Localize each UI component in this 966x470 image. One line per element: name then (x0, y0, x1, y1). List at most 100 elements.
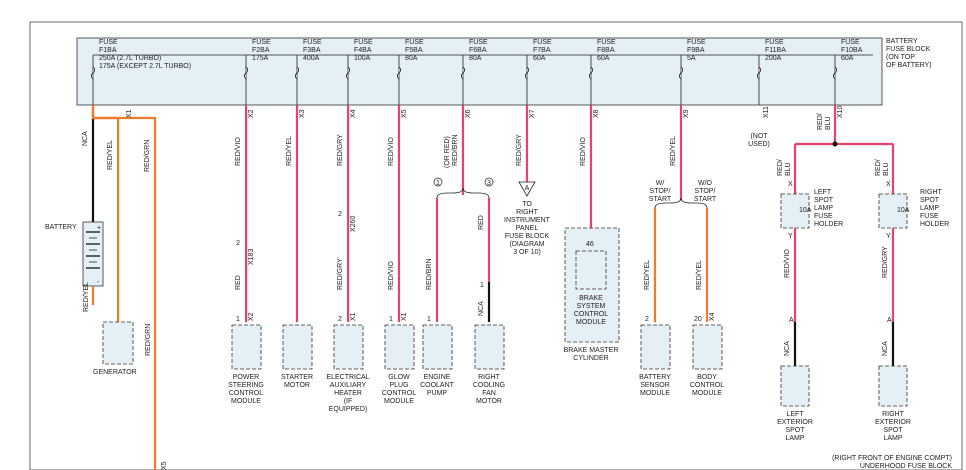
wire-label: NCA (82, 131, 89, 146)
wire-label: RED/YEL (670, 136, 677, 166)
pin-label: X4 (709, 312, 716, 321)
fuse-label: 200A (765, 55, 782, 62)
pscm-component (231, 324, 262, 370)
spot-feed-wire (793, 105, 895, 195)
svg-text:CONTROL: CONTROL (690, 382, 724, 389)
svg-text:BRAKE: BRAKE (579, 295, 603, 302)
fuse-symbol-icon (679, 66, 683, 80)
fuse-block-label-line: FUSE BLOCK (886, 46, 931, 53)
splice-dot (832, 141, 838, 147)
connector-label: X2 (248, 109, 255, 118)
svg-text:SYSTEM: SYSTEM (577, 303, 606, 310)
svg-text:W/: W/ (656, 180, 665, 187)
fan-label: RIGHT COOLING FAN MOTOR (473, 374, 505, 405)
right-lamp-label: RIGHT EXTERIOR SPOT LAMP (875, 411, 911, 442)
svg-text:HEATER: HEATER (334, 390, 362, 397)
wire-label: RED (235, 275, 242, 290)
pin-label: X1 (401, 312, 408, 321)
brake-master-label: CYLINDER (573, 355, 608, 362)
bottom-pin-label: X5 (161, 461, 168, 470)
fuse-block-label-line: OF BATTERY) (886, 62, 932, 69)
svg-text:COOLING: COOLING (473, 382, 505, 389)
wire-label: (OR RED) (444, 136, 451, 168)
fuse-symbol-icon (589, 66, 593, 80)
svg-text:STARTER: STARTER (281, 374, 313, 381)
fuse-label: FUSE (687, 39, 706, 46)
connector-label: X5 (401, 109, 408, 118)
fuse-label: 175A (252, 55, 269, 62)
wire-label: RED/ (817, 113, 824, 130)
pin-label: 1 (480, 282, 484, 289)
holder-fuse-value: 10A (799, 207, 812, 214)
connector-label: X4 (350, 109, 357, 118)
fuse-label: F8BA (597, 47, 615, 54)
svg-text:PUMP: PUMP (427, 390, 448, 397)
right-spot-lamp (878, 365, 908, 407)
fuse-symbol-icon (461, 66, 465, 80)
left-spot-lamp (780, 365, 810, 407)
pin-label: 1 (427, 316, 431, 323)
fuse-label: F5BA (405, 47, 423, 54)
fuse-symbol-icon (757, 66, 761, 80)
svg-text:BODY: BODY (697, 374, 717, 381)
fuse-label: 400A (303, 55, 320, 62)
svg-text:ELECTRICAL: ELECTRICAL (326, 374, 369, 381)
svg-text:SPOT: SPOT (883, 427, 903, 434)
bcm-component (692, 324, 723, 370)
fuse-block-label: BATTERY FUSE BLOCK (ON TOP OF BATTERY) (886, 38, 932, 69)
svg-text:PANEL: PANEL (516, 225, 539, 232)
wire-label: RED/VIO (388, 261, 395, 290)
svg-text:STEERING: STEERING (228, 382, 264, 389)
fuse-label: 80A (469, 55, 482, 62)
generator-component (102, 321, 134, 365)
pin-label: 1 (236, 316, 240, 323)
svg-text:FUSE: FUSE (920, 213, 939, 220)
fuse-block-label-line: (ON TOP (886, 54, 915, 61)
wire-label: RED/VIO (388, 137, 395, 166)
fuse-label: FUSE (354, 39, 373, 46)
wire-label: RED/BRN (426, 258, 433, 290)
svg-text:MODULE: MODULE (692, 390, 722, 397)
svg-text:HOLDER: HOLDER (814, 221, 843, 228)
wire-label: NCA (478, 301, 485, 316)
starter-label: STARTER MOTOR (281, 374, 313, 389)
wire-label: RED (478, 215, 485, 230)
svg-text:RIGHT: RIGHT (478, 374, 501, 381)
fan-component (474, 324, 505, 370)
svg-text:(IF: (IF (344, 398, 353, 405)
pin-label: Y (788, 233, 793, 240)
wire-label: RED/GRY (337, 258, 344, 290)
fuse-symbol-icon (525, 66, 529, 80)
fuse-label: 60A (841, 55, 854, 62)
generator-wire (91, 105, 120, 322)
connector-label: X11 (763, 106, 770, 118)
wire-label: BLU (883, 162, 890, 176)
wire-label: RED/VIO (784, 249, 791, 278)
pin-label: A (887, 317, 892, 324)
svg-text:MOTOR: MOTOR (476, 398, 502, 405)
wire-label: RED/ (875, 159, 882, 176)
svg-text:MODULE: MODULE (231, 398, 261, 405)
fuse-label: FUSE (533, 39, 552, 46)
svg-text:LAMP: LAMP (920, 205, 939, 212)
fuse-label: 60A (597, 55, 610, 62)
svg-text:RIGHT: RIGHT (920, 189, 943, 196)
wire-label: RED/GRN (144, 140, 151, 172)
not-used-label: (NOT (750, 133, 768, 140)
fuse-label: FUSE (252, 39, 271, 46)
wire-label: RED/YEL (696, 260, 703, 290)
fuse-label: 5A (687, 55, 696, 62)
fuse-label: FUSE (597, 39, 616, 46)
wire-label: RED/GRY (516, 134, 523, 166)
connector-label: X3 (299, 109, 306, 118)
wire-label: NCA (784, 341, 791, 356)
fuse-label: F10BA (841, 47, 863, 54)
not-used-label: USED) (748, 141, 770, 148)
wire-label: RED/VIO (235, 137, 242, 166)
fuse-label: FUSE (405, 39, 424, 46)
offpage-letter: A (525, 185, 530, 192)
fuse-label: FUSE (469, 39, 488, 46)
fuse-label: 175A (EXCEPT 2.7L TURBO) (99, 63, 191, 70)
pin-label: X1 (350, 312, 357, 321)
wire-label: RED/GRY (337, 134, 344, 166)
